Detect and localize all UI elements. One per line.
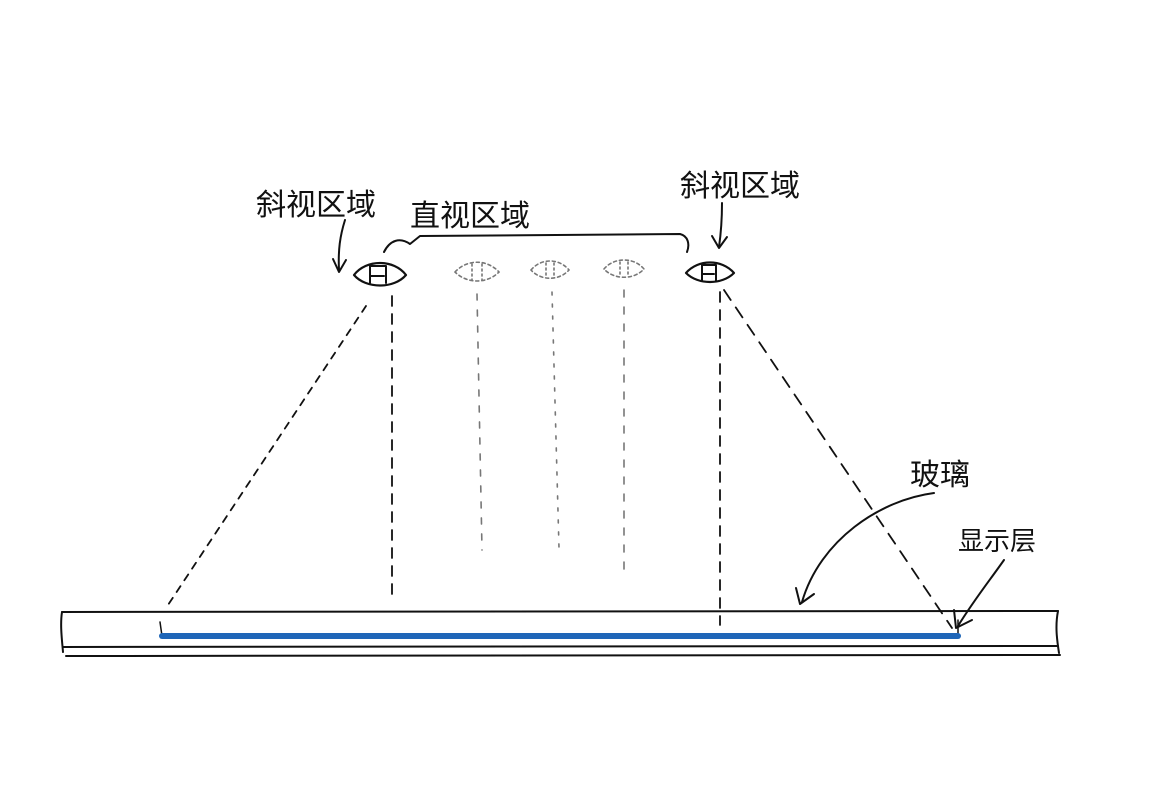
ghost-sight-line-2 [551, 291, 560, 549]
ghost-sight-line-1 [476, 293, 483, 551]
dashed-eye-icon [602, 259, 646, 279]
glass-panel [60, 610, 1061, 657]
display-layer-label: 显示层 [958, 527, 1036, 557]
glass-left-edge [60, 611, 64, 653]
left-oblique-region-label: 斜视区域 [256, 188, 376, 223]
glass-label: 玻璃 [910, 458, 970, 493]
left-oblique-arrow [332, 219, 347, 273]
glass-pointer-arrow [795, 492, 935, 605]
glass-right-edge [1055, 610, 1060, 654]
display-layer-pointer-arrow [953, 559, 1005, 629]
panel-base-line [65, 654, 1061, 657]
left-oblique-sight-line [167, 305, 367, 606]
eye-icon [352, 262, 408, 287]
sight-lines [167, 289, 953, 629]
direct-region-brace [383, 233, 690, 253]
right-oblique-region-label: 斜视区域 [680, 169, 800, 204]
glass-top-edge [61, 610, 1059, 613]
right-oblique-sight-line [723, 289, 953, 629]
dashed-eye-icon [529, 260, 571, 280]
dashed-eye-icon [453, 261, 501, 282]
right-oblique-arrow [711, 202, 728, 249]
glass-bottom-edge [62, 645, 1059, 648]
eye-icon [684, 261, 736, 284]
direct-region-label: 直视区域 [410, 199, 530, 234]
